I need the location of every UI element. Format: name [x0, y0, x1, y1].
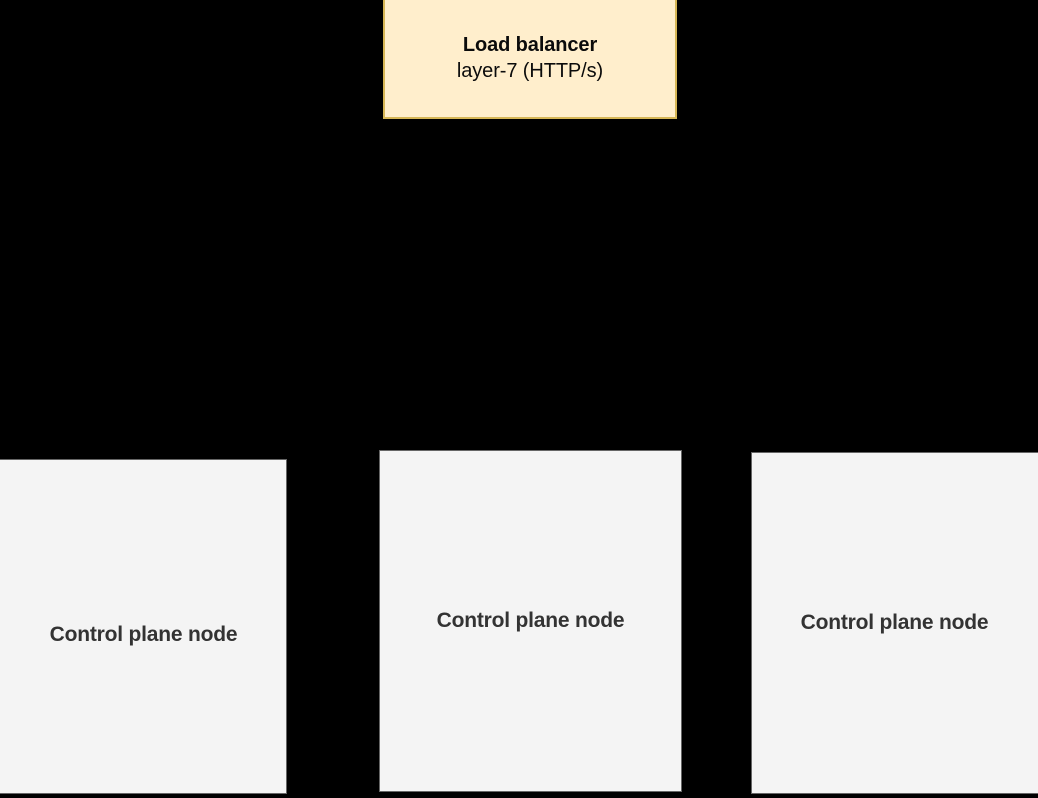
load-balancer-title: Load balancer	[462, 33, 598, 56]
load-balancer-node[interactable]: Load balancer layer-7 (HTTP/s)	[383, 0, 677, 119]
control-plane-node-3-label: Control plane node	[800, 611, 989, 634]
load-balancer-subtitle: layer-7 (HTTP/s)	[456, 59, 604, 82]
control-plane-node-2-label: Control plane node	[436, 609, 625, 632]
control-plane-node-2[interactable]: Control plane node	[379, 450, 682, 792]
control-plane-node-1-label: Control plane node	[49, 622, 238, 646]
control-plane-node-3[interactable]: Control plane node	[751, 452, 1038, 794]
control-plane-node-1[interactable]: Control plane node	[0, 459, 287, 794]
